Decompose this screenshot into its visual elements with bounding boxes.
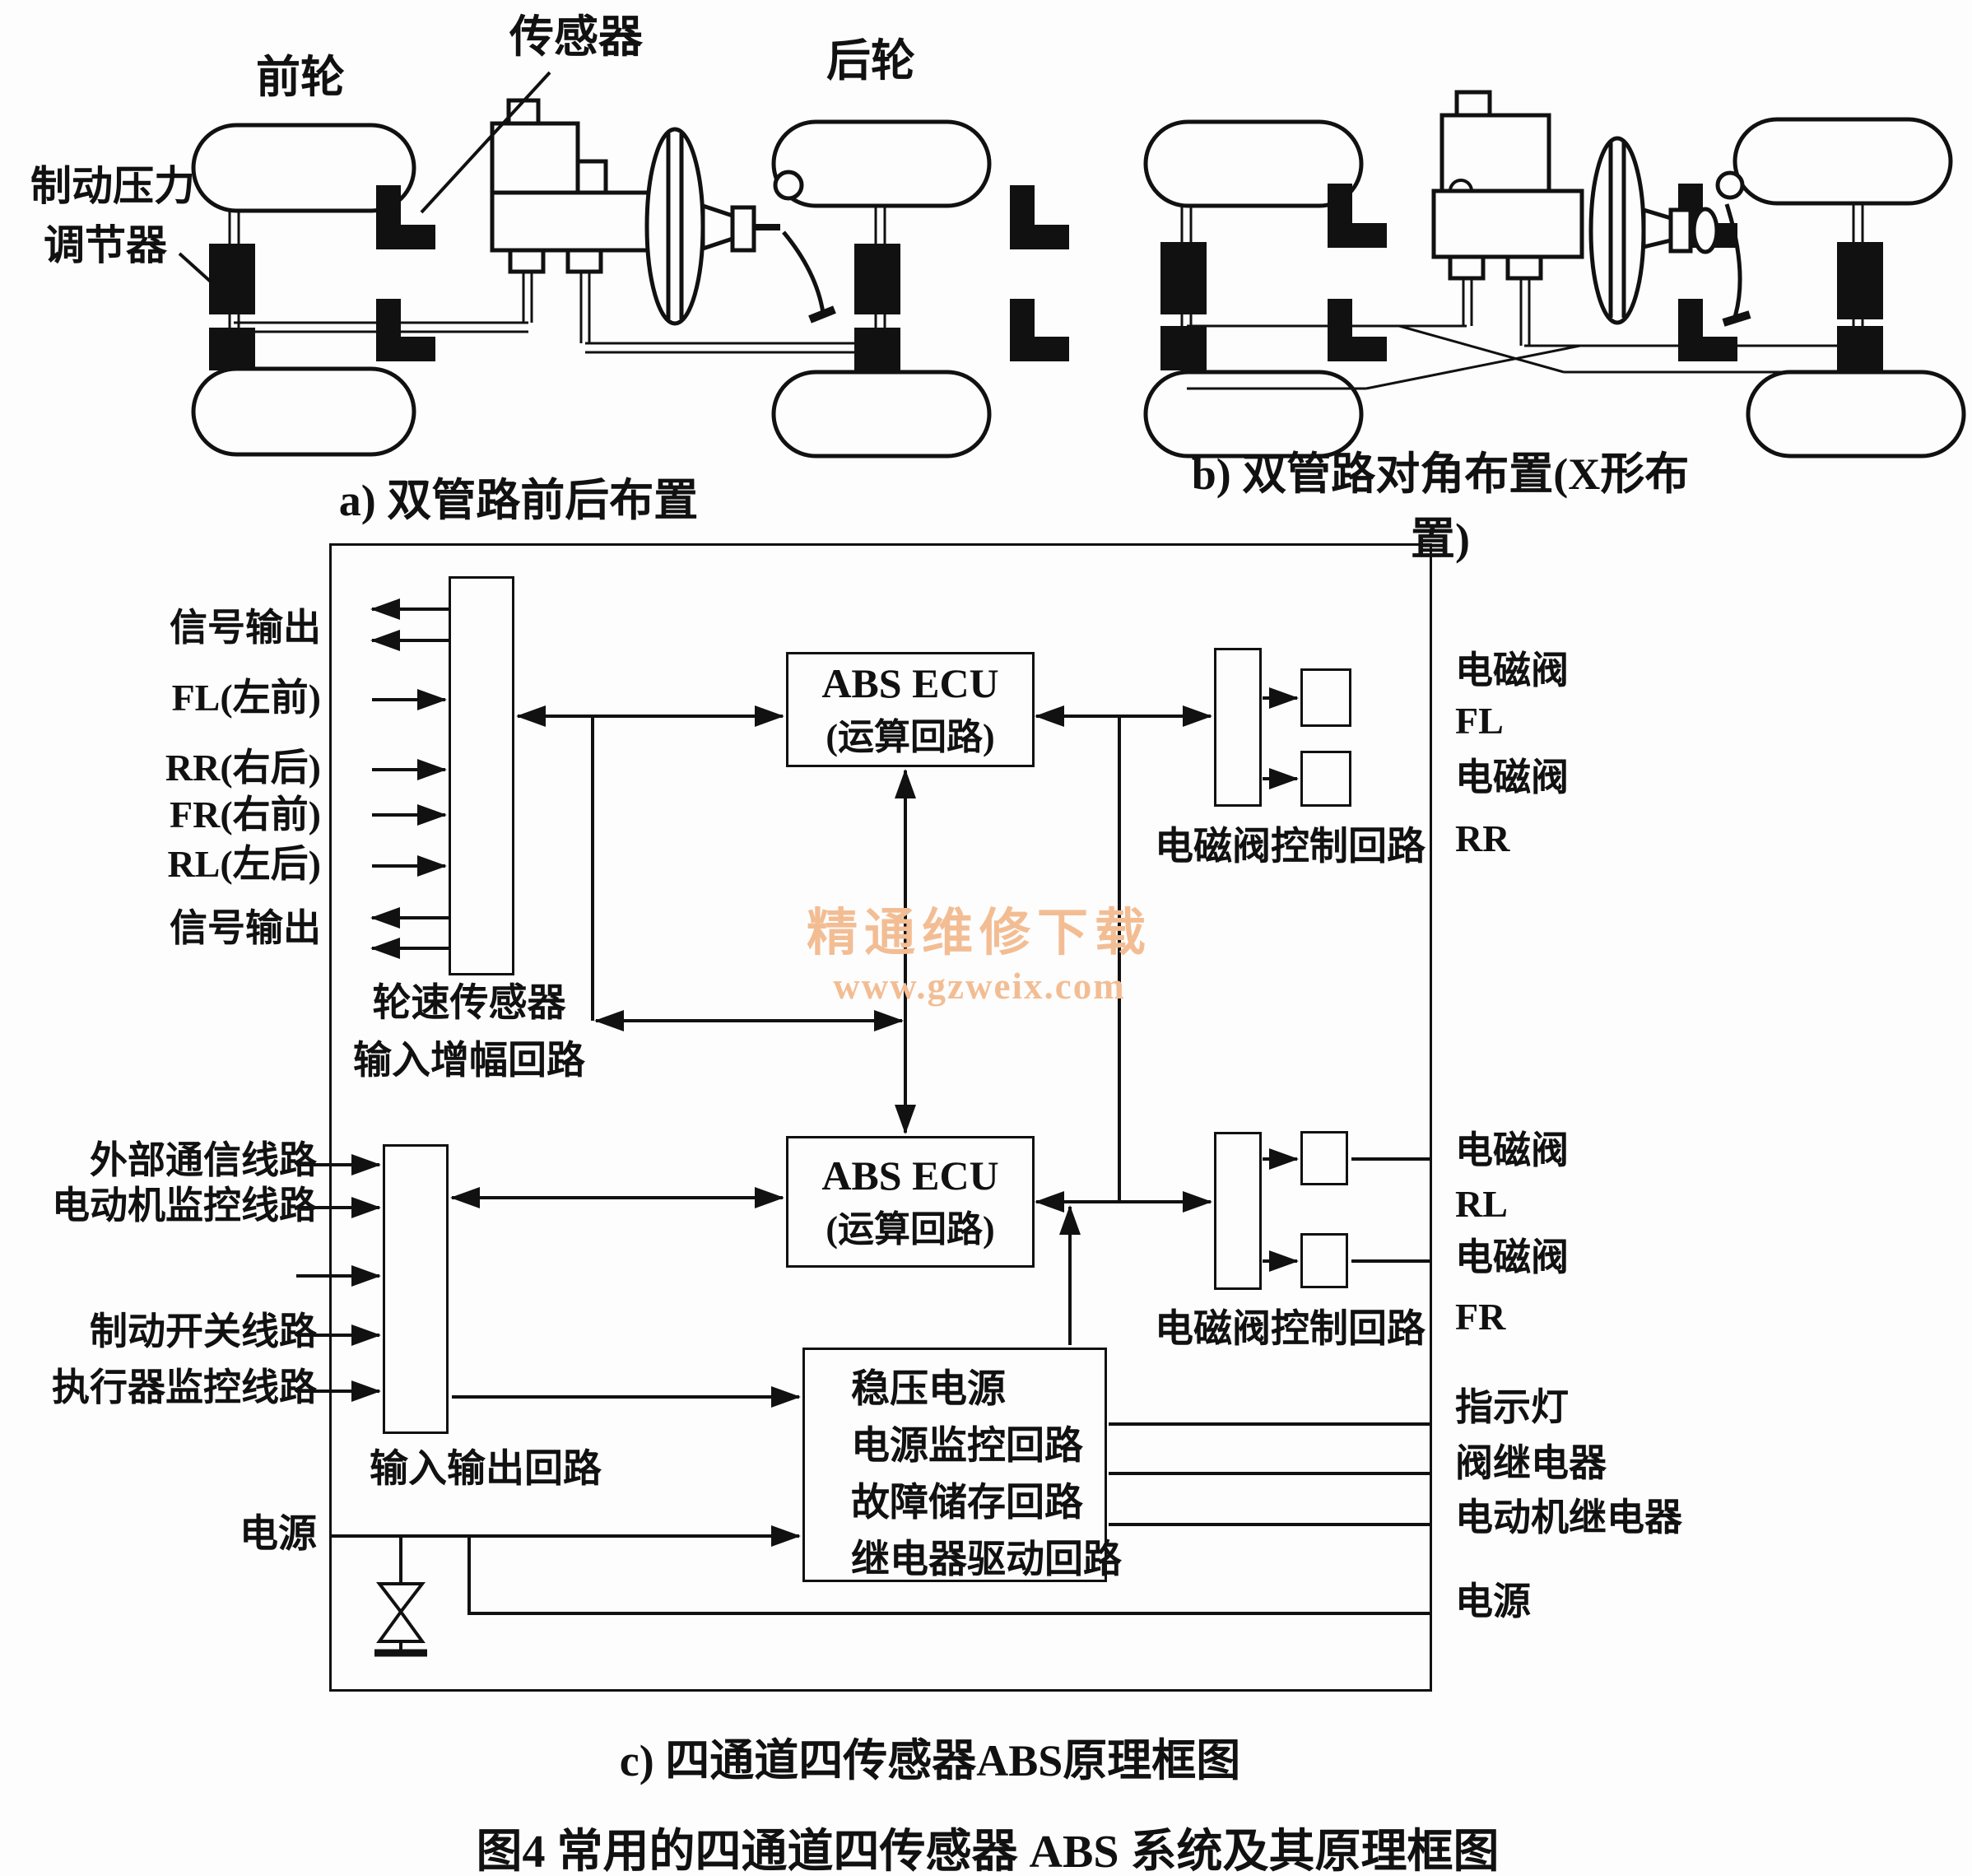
fl-input-label: FL(左前) <box>171 677 321 719</box>
pressure-regulator-icon <box>1837 242 1883 319</box>
power-right-label: 电源 <box>1455 1580 1531 1622</box>
fr-valve-label: FR <box>1455 1296 1506 1338</box>
brake-booster-icon <box>644 127 705 326</box>
solenoid-driver-box <box>1300 1233 1348 1288</box>
power-box-line: 稳压电源 <box>851 1368 1006 1411</box>
solenoid-valve-label: 电磁阀 <box>1455 1129 1569 1171</box>
rl-valve-label: RL <box>1455 1183 1508 1225</box>
solenoid-driver-box <box>1300 751 1351 807</box>
rl-input-label: RL(左后) <box>167 843 321 885</box>
abs-ecu-1-title: ABS ECU <box>821 660 999 706</box>
pressure-regulator-icon <box>1160 242 1207 314</box>
valve-relay-label: 阀继电器 <box>1455 1442 1607 1484</box>
brake-pedal-icon <box>782 230 826 314</box>
brake-pressure-regulator-label-2: 调节器 <box>44 222 167 268</box>
io-circuit-box <box>383 1144 449 1434</box>
wheel-icon <box>191 123 416 213</box>
wheel-speed-amp-label-2: 输入增幅回路 <box>353 1040 585 1082</box>
pressure-regulator-icon <box>854 328 900 370</box>
wheel-icon <box>1746 370 1966 459</box>
solenoid-valve-label: 电磁阀 <box>1455 649 1569 691</box>
pressure-regulator-icon <box>209 244 255 314</box>
io-input-label: 电动机监控线路 <box>52 1185 317 1227</box>
caption-c: c) 四通道四传感器ABS原理框图 <box>619 1736 1241 1785</box>
valve-control-box-1 <box>1214 648 1262 807</box>
regulator-callout-line <box>178 252 214 285</box>
block-diagram-frame <box>329 543 1432 1692</box>
wheel-speed-sensor-icon <box>376 299 435 361</box>
io-input-label: 外部通信线路 <box>90 1139 317 1181</box>
power-box-line: 电源监控回路 <box>851 1425 1083 1468</box>
pressure-regulator-icon <box>209 328 255 370</box>
front-wheel-label: 前轮 <box>256 53 345 102</box>
chassis-diagram-x-split <box>1143 90 1966 459</box>
wheel-icon <box>1732 117 1953 206</box>
abs-ecu-2-title: ABS ECU <box>821 1152 999 1199</box>
brake-booster-icon <box>1588 136 1646 325</box>
valve-symbol-icon <box>375 1582 426 1615</box>
master-cylinder-icon <box>490 98 836 326</box>
power-box-line: 故障储存回路 <box>851 1482 1083 1525</box>
power-supply-box: 稳压电源 电源监控回路 故障储存回路 继电器驱动回路 <box>802 1348 1122 1582</box>
pressure-regulator-icon <box>854 244 900 314</box>
solenoid-driver-box <box>1300 668 1351 727</box>
wheel-icon <box>771 370 992 459</box>
chassis-diagram-front-rear <box>178 71 1069 459</box>
fr-input-label: FR(右前) <box>170 794 321 836</box>
power-left-label: 电源 <box>240 1513 317 1556</box>
fl-valve-label: FL <box>1455 700 1504 742</box>
motor-relay-label: 电动机继电器 <box>1455 1497 1682 1539</box>
master-cylinder-icon <box>1431 90 1751 327</box>
rr-valve-label: RR <box>1455 817 1510 859</box>
wheel-speed-amp-label-1: 轮速传感器 <box>372 982 566 1025</box>
valve-control-label-top: 电磁阀控制回路 <box>1155 826 1426 868</box>
wheel-speed-sensor-icon <box>1010 185 1069 249</box>
wheel-icon <box>1143 119 1364 208</box>
wheel-speed-sensor-icon <box>1678 299 1737 361</box>
rr-input-label: RR(右后) <box>165 747 321 789</box>
solenoid-driver-box <box>1300 1131 1348 1185</box>
wheel-icon <box>191 366 416 457</box>
power-box-line: 继电器驱动回路 <box>851 1539 1122 1581</box>
solenoid-valve-label: 电磁阀 <box>1455 756 1569 798</box>
valve-control-label-bottom: 电磁阀控制回路 <box>1155 1308 1426 1351</box>
rear-wheel-label: 后轮 <box>826 36 915 86</box>
sensor-callout-line <box>420 71 551 214</box>
pedal-knob-icon <box>1715 170 1745 200</box>
brake-pressure-regulator-label-1: 制动压力 <box>30 163 195 209</box>
caption-b: b) 双管路对角布置(X形布置) <box>1191 449 1690 564</box>
wheel-icon <box>771 119 992 208</box>
wheel-speed-amp-box <box>449 576 514 975</box>
sensor-label: 传感器 <box>509 12 643 62</box>
wheel-speed-sensor-icon <box>1010 299 1069 361</box>
signal-out-label: 信号输出 <box>170 607 321 649</box>
caption-a: a) 双管路前后布置 <box>338 476 699 525</box>
brake-pedal-icon <box>1724 203 1742 318</box>
abs-ecu-2-subtitle: (运算回路) <box>826 1209 995 1250</box>
figure-caption: 图4 常用的四通道四传感器 ABS 系统及其原理框图 <box>476 1827 1500 1876</box>
io-input-label: 执行器监控线路 <box>52 1366 317 1408</box>
abs-ecu-1-box: ABS ECU (运算回路) <box>786 652 1035 767</box>
pressure-regulator-icon <box>1160 326 1207 370</box>
valve-control-box-2 <box>1214 1132 1262 1290</box>
io-box-label: 输入输出回路 <box>370 1448 602 1491</box>
wheel-icon <box>1143 370 1364 459</box>
io-input-label: 制动开关线路 <box>90 1310 317 1352</box>
pressure-regulator-icon <box>1837 326 1883 372</box>
abs-ecu-1-subtitle: (运算回路) <box>826 717 995 757</box>
signal-out-label: 信号输出 <box>170 907 321 949</box>
block-diagram-wiring <box>296 598 1430 1657</box>
wheel-speed-sensor-icon <box>1328 299 1387 361</box>
pedal-knob-icon <box>773 170 804 201</box>
solenoid-valve-label: 电磁阀 <box>1455 1236 1569 1278</box>
wheel-speed-sensor-icon <box>376 185 435 249</box>
abs-ecu-2-box: ABS ECU (运算回路) <box>786 1136 1035 1268</box>
indicator-lamp-label: 指示灯 <box>1455 1386 1569 1428</box>
wheel-speed-sensor-icon <box>1328 184 1387 248</box>
